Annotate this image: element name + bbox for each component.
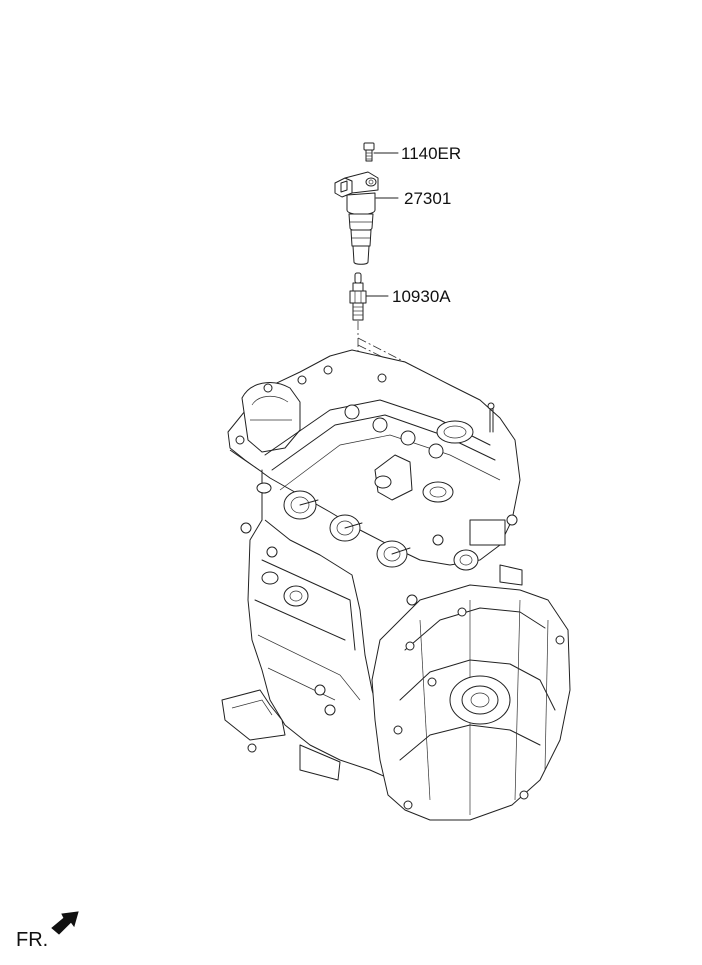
engine-block	[221, 349, 571, 821]
front-orientation-label: FR.	[16, 929, 49, 951]
spark-plug-part	[349, 272, 389, 321]
ignition-coil-part	[334, 171, 399, 265]
bolt-part	[363, 142, 399, 162]
front-arrow-icon	[51, 911, 79, 935]
callout-bolt-label: 1140ER	[401, 144, 462, 163]
callout-coil-label: 27301	[404, 189, 452, 208]
callout-plug-label: 10930A	[392, 287, 451, 306]
